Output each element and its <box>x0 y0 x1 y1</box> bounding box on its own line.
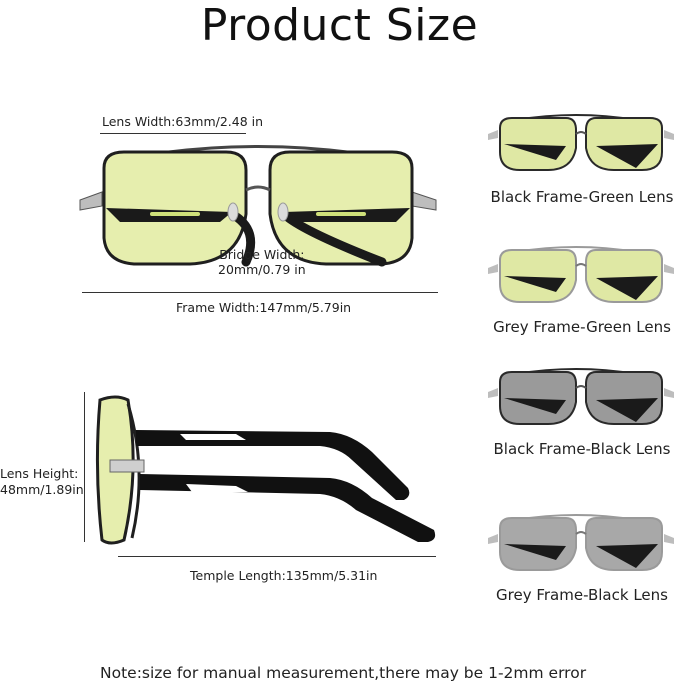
variant-1-glasses <box>488 114 674 171</box>
frame-width-line <box>82 292 438 293</box>
lens-width-label: Lens Width:63mm/2.48 in <box>102 114 264 129</box>
variant-3: Black Frame-Black Lens <box>486 362 676 462</box>
bridge-width-label-line2: 20mm/0.79 in <box>218 262 306 277</box>
temple-length-label: Temple Length:135mm/5.31in <box>190 568 378 583</box>
frame-width-label: Frame Width:147mm/5.79in <box>176 300 352 315</box>
measurement-note: Note:size for manual measurement,there m… <box>100 664 587 682</box>
variant-2-glasses <box>488 246 674 303</box>
variant-2: Grey Frame-Green Lens <box>486 240 676 340</box>
variant-4-glasses <box>488 514 674 571</box>
page-title: Product Size <box>200 0 479 51</box>
variant-1-label: Black Frame-Green Lens <box>490 188 674 206</box>
lens-height-label-line2: 48mm/1.89in <box>0 482 84 497</box>
lens-height-label-line1: Lens Height: <box>0 466 79 481</box>
lens-height-label: Lens Height: 48mm/1.89in <box>0 466 84 498</box>
variant-2-label: Grey Frame-Green Lens <box>493 318 671 336</box>
variant-4-label: Grey Frame-Black Lens <box>496 586 668 604</box>
temple-length-line <box>118 556 436 557</box>
variant-4: Grey Frame-Black Lens <box>486 508 676 608</box>
lens-width-line <box>100 133 246 134</box>
variant-3-glasses <box>488 368 674 425</box>
bridge-width-label: Bridge Width: 20mm/0.79 in <box>218 247 306 277</box>
lens-height-line <box>84 392 85 542</box>
variant-3-label: Black Frame-Black Lens <box>493 440 671 458</box>
bridge-width-label-line1: Bridge Width: <box>219 247 305 262</box>
variant-1: Black Frame-Green Lens <box>486 108 676 208</box>
